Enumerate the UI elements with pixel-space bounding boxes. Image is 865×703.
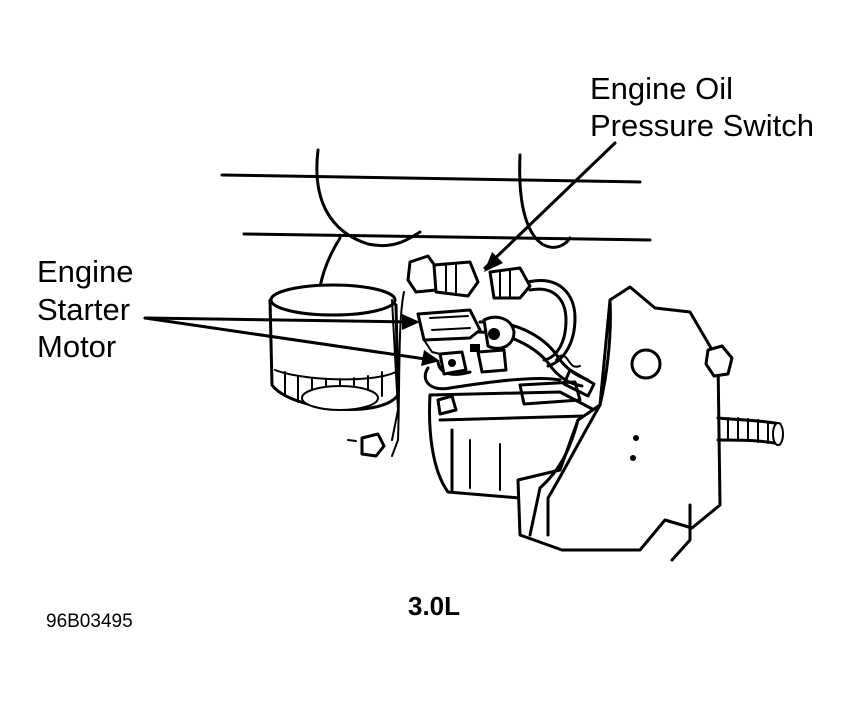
starter-leader-upper	[143, 316, 414, 324]
oil-filter	[268, 283, 400, 441]
starter-leader-lower	[143, 316, 434, 362]
engine-block-outline	[220, 148, 652, 302]
oil-switch-label-line1: Engine Oil	[590, 71, 733, 106]
oil-switch-label-line2: Pressure Switch	[590, 108, 814, 143]
starter-arrowhead-lower	[421, 350, 440, 366]
mounting-bracket	[516, 285, 734, 562]
oil-switch-arrowhead	[484, 252, 503, 272]
engine-caption: 3.0L	[408, 591, 460, 621]
figure-id: 96B03495	[46, 611, 133, 632]
starter-label-line3: Motor	[37, 329, 116, 364]
mounting-nut	[347, 432, 386, 458]
starter-connectors	[416, 308, 516, 376]
oil-switch-leader	[483, 141, 617, 270]
oil-pressure-switch	[406, 254, 532, 300]
starter-label-line2: Starter	[37, 292, 130, 327]
battery-cable	[716, 416, 784, 446]
leader-lines	[143, 141, 617, 366]
starter-label-line1: Engine	[37, 254, 134, 289]
starter-arrowhead-upper	[402, 314, 420, 330]
